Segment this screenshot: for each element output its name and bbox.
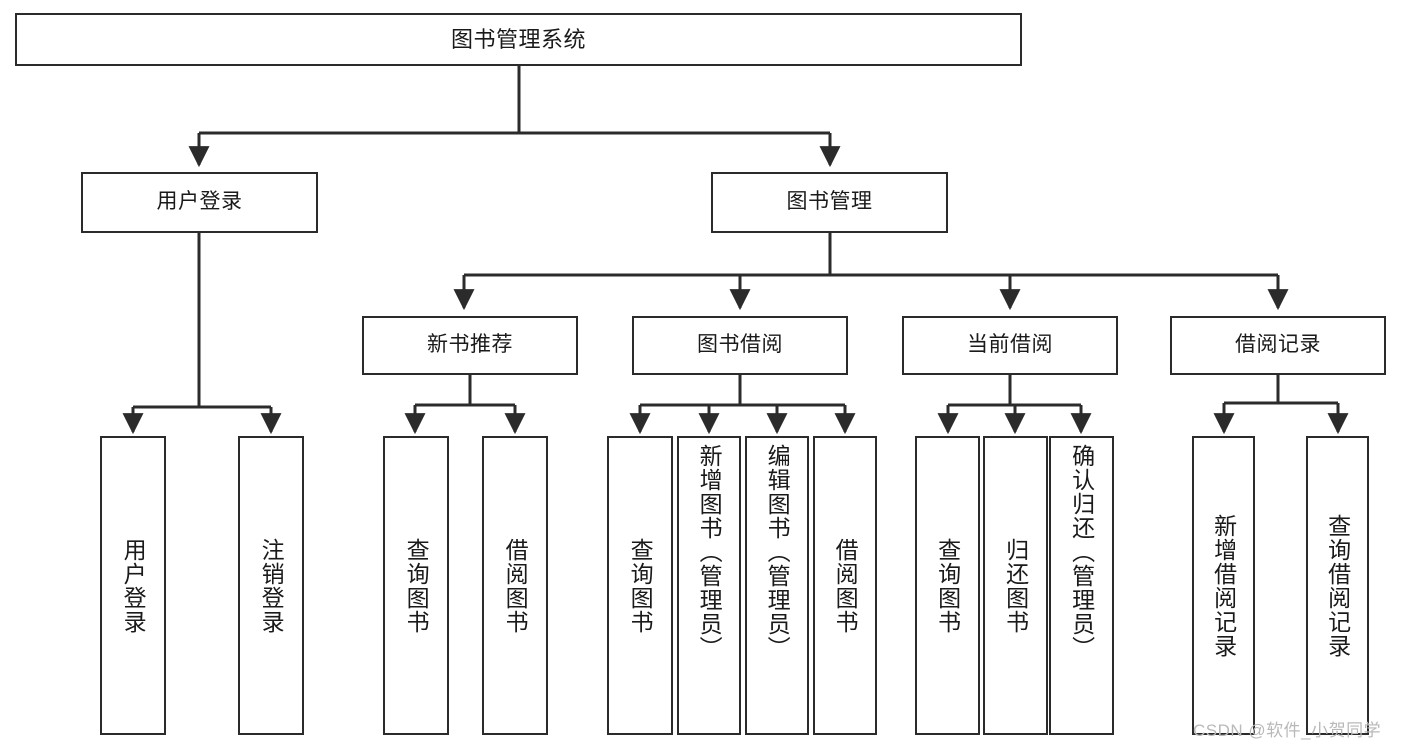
node-root-system[interactable]: 图书管理系统 (15, 13, 1022, 66)
node-label: 借阅记录 (1235, 333, 1321, 357)
leaf-query-book-2[interactable]: 查询图书 (607, 436, 673, 735)
leaf-borrow-book-2[interactable]: 借阅图书 (813, 436, 877, 735)
leaf-edit-book[interactable]: 编辑图书（管理员） (745, 436, 809, 735)
node-label: 图书管理系统 (450, 26, 586, 52)
node-label: 查询借阅记录 (1324, 513, 1351, 658)
leaf-query-borrow-record[interactable]: 查询借阅记录 (1306, 436, 1369, 735)
node-label: 查询图书 (403, 537, 430, 634)
leaf-add-borrow-record[interactable]: 新增借阅记录 (1192, 436, 1255, 735)
node-label: 查询图书 (627, 537, 654, 634)
node-label: 当前借阅 (967, 333, 1053, 357)
node-label: 用户登录 (156, 190, 243, 214)
node-label: 注销登录 (258, 537, 285, 634)
node-label: 查询图书 (934, 537, 961, 634)
node-label: 图书借阅 (697, 333, 783, 357)
node-current-borrow[interactable]: 当前借阅 (902, 316, 1118, 375)
node-label: 新书推荐 (427, 333, 513, 357)
leaf-query-book-1[interactable]: 查询图书 (383, 436, 449, 735)
node-borrow-record[interactable]: 借阅记录 (1170, 316, 1386, 375)
node-book-management[interactable]: 图书管理 (711, 172, 948, 233)
node-label: 用户登录 (120, 537, 147, 634)
leaf-borrow-book-1[interactable]: 借阅图书 (482, 436, 548, 735)
leaf-return-book[interactable]: 归还图书 (983, 436, 1048, 735)
node-label: 借阅图书 (832, 537, 859, 634)
node-user-login[interactable]: 用户登录 (81, 172, 318, 233)
leaf-user-login[interactable]: 用户登录 (100, 436, 166, 735)
leaf-confirm-return[interactable]: 确认归还（管理员） (1049, 436, 1114, 735)
leaf-logout[interactable]: 注销登录 (238, 436, 304, 735)
node-label: 图书管理 (786, 190, 873, 214)
node-label: 借阅图书 (502, 537, 529, 634)
leaf-add-book[interactable]: 新增图书（管理员） (677, 436, 741, 735)
leaf-query-book-3[interactable]: 查询图书 (915, 436, 980, 735)
node-book-borrow[interactable]: 图书借阅 (632, 316, 848, 375)
node-label: 确认归还（管理员） (1068, 444, 1095, 660)
node-new-book-recommend[interactable]: 新书推荐 (362, 316, 578, 375)
node-label: 新增借阅记录 (1210, 513, 1237, 658)
csdn-watermark: CSDN @软件_小贺同学 (1193, 721, 1382, 740)
node-label: 新增图书（管理员） (696, 444, 723, 660)
node-label: 归还图书 (1002, 537, 1029, 634)
node-label: 编辑图书（管理员） (764, 444, 791, 660)
